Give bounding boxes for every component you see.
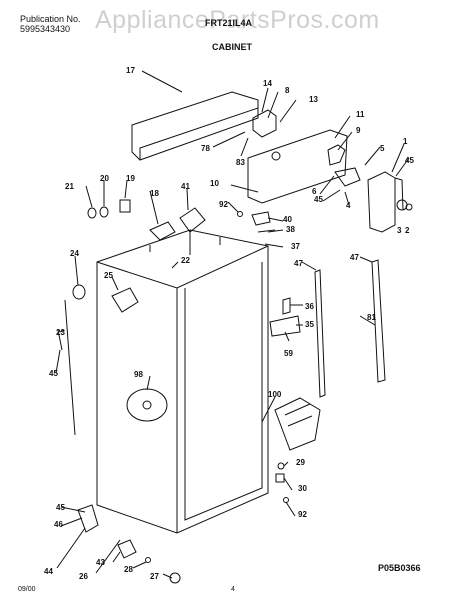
section-title: CABINET: [212, 42, 252, 52]
part-label: 22: [181, 256, 190, 265]
part-label: 23: [56, 328, 65, 337]
part-label: 21: [65, 182, 74, 191]
housing-100: [274, 397, 321, 451]
hinge-44: [77, 504, 99, 533]
air-duct-part: [367, 171, 396, 233]
leg-43: [117, 539, 137, 559]
part-label: 45: [49, 369, 58, 378]
model-number: FRT21IL4A: [205, 18, 253, 28]
part-label: 19: [126, 174, 135, 183]
page-number: 4: [231, 586, 235, 593]
part-label: 100: [268, 390, 282, 399]
part-label: 3: [397, 226, 402, 235]
part-label: 36: [305, 302, 314, 311]
publication-date: 09/00: [18, 586, 36, 593]
part-label: 20: [100, 174, 109, 183]
cap-19: [119, 199, 131, 213]
part-label: 45: [314, 195, 323, 204]
part-label: 37: [291, 242, 300, 251]
plug-20: [99, 206, 109, 218]
part-label: 6: [312, 187, 317, 196]
part-label: 38: [286, 225, 295, 234]
trim-47-left: [314, 269, 326, 398]
bracket-18: [149, 221, 176, 241]
publication-label: Publication No.: [20, 14, 81, 24]
part-label: 18: [150, 189, 159, 198]
bracket-41: [179, 207, 206, 233]
plug-21: [87, 207, 97, 219]
cabinet-shell: [96, 229, 269, 534]
part-label: 92: [298, 510, 307, 519]
part-label: 81: [367, 313, 376, 322]
part-label: 24: [70, 249, 79, 258]
label-98: [126, 388, 168, 422]
part-label: 83: [236, 158, 245, 167]
wire-23: [64, 299, 76, 436]
part-label: 26: [79, 572, 88, 581]
thermostat-part: [327, 144, 346, 166]
part-label: 5: [380, 144, 385, 153]
part-label: 14: [263, 79, 272, 88]
part-label: 43: [96, 558, 105, 567]
part-label: 45: [405, 156, 414, 165]
part-label: 44: [44, 567, 53, 576]
bracket-40: [251, 211, 271, 226]
watermark-text: AppliancePartsPros.com: [95, 6, 380, 34]
part-label: 9: [356, 126, 361, 135]
trim-81: [371, 259, 386, 383]
part-label: 28: [124, 565, 133, 574]
part-label: 4: [346, 201, 351, 210]
damper-part: [334, 167, 361, 187]
part-label: 30: [298, 484, 307, 493]
part-label: 46: [54, 520, 63, 529]
part-label: 11: [356, 110, 365, 119]
part-label: 1: [403, 137, 408, 146]
part-label: 41: [181, 182, 190, 191]
top-cover-part: [131, 91, 259, 161]
part-label: 25: [104, 271, 113, 280]
hinge-24: [72, 284, 86, 300]
part-label: 10: [210, 179, 219, 188]
bracket-25: [111, 287, 139, 313]
part-label: 45: [56, 503, 65, 512]
part-35: [269, 315, 301, 337]
part-label: 2: [405, 226, 410, 235]
part-label: 92: [219, 200, 228, 209]
part-label: 78: [201, 144, 210, 153]
part-label: 40: [283, 215, 292, 224]
part-label: 98: [134, 370, 143, 379]
part-label: 8: [285, 86, 290, 95]
part-label: 29: [296, 458, 305, 467]
part-36: [282, 297, 291, 315]
part-label: 35: [305, 320, 314, 329]
drawing-code: P05B0366: [378, 563, 421, 573]
part-label: 47: [350, 253, 359, 262]
publication-block: Publication No. 5995343430: [20, 14, 81, 34]
part-label: 17: [126, 66, 135, 75]
part-label: 27: [150, 572, 159, 581]
control-panel-part: [247, 129, 348, 204]
publication-number: 5995343430: [20, 24, 71, 34]
part-label: 47: [294, 259, 303, 268]
part-label: 59: [284, 349, 293, 358]
part-label: 13: [309, 95, 318, 104]
bracket-part: [252, 109, 277, 138]
